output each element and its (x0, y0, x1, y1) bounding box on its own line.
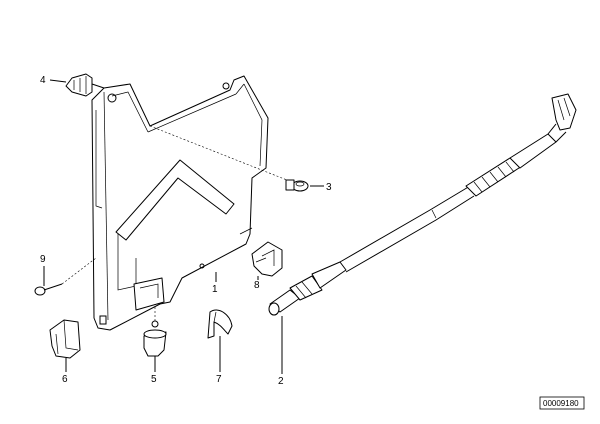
label-part-3: 3 (326, 182, 332, 193)
mounting-bracket (91, 75, 269, 331)
speedometer-cable (268, 93, 577, 316)
label-part-1: 1 (212, 284, 218, 295)
cable-holder (251, 241, 283, 277)
leader-lines (43, 79, 324, 374)
label-part-8: 8 (254, 280, 260, 291)
grommet (143, 304, 167, 357)
u-clamp (207, 309, 233, 339)
bottom-clip (49, 319, 81, 359)
reference-number: 00009180 (543, 399, 579, 408)
screw-with-washer (149, 125, 309, 192)
label-part-2: 2 (278, 376, 284, 387)
label-part-4: 4 (40, 75, 46, 86)
label-part-5: 5 (151, 374, 157, 385)
small-screw (34, 257, 97, 296)
label-part-9: 9 (40, 254, 46, 265)
label-part-6: 6 (62, 374, 68, 385)
reference-box (539, 396, 585, 410)
label-part-7: 7 (216, 374, 222, 385)
rivet-clip (65, 73, 105, 97)
